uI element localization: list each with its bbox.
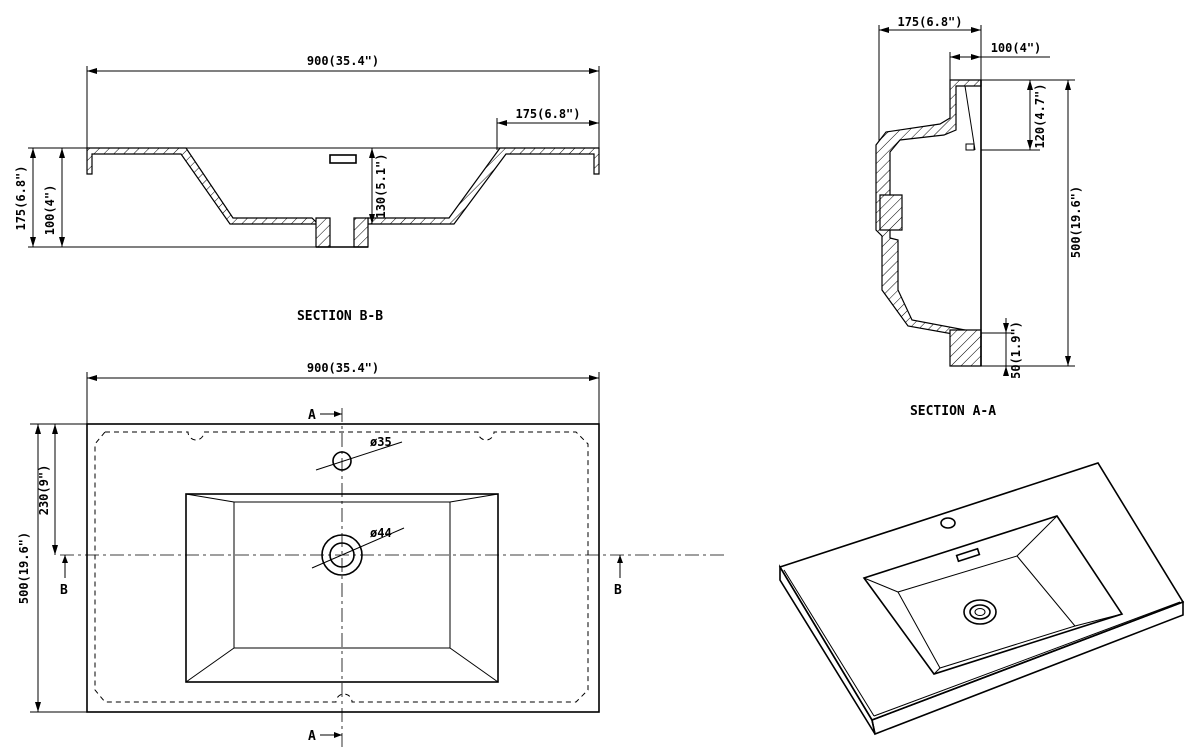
- plan-width-dimension: 900(35.4"): [86, 361, 600, 424]
- section-bb-width-dimension: 900(35.4"): [86, 54, 600, 150]
- drain-hole: ø44: [311, 526, 405, 576]
- plan-depth-dimension: 500(19.6"): [17, 423, 87, 713]
- plan-rim-dashed: [94, 431, 589, 703]
- section-aa-total-dimension: 500(19.6"): [981, 79, 1083, 367]
- section-bb-height-dimensions: 175(6.8") 100(4"): [14, 147, 316, 248]
- svg-text:A: A: [308, 408, 316, 423]
- tap-hole: ø35: [315, 435, 403, 471]
- section-bb-title: SECTION B-B: [297, 309, 383, 324]
- section-mark-b-left: B: [60, 555, 68, 598]
- section-aa-back-label: 120(4.7"): [1033, 83, 1047, 148]
- perspective-view: [778, 462, 1185, 736]
- section-aa-view: 175(6.8") 100(4") 120(4.7"): [875, 15, 1083, 419]
- section-mark-a-bottom: A: [308, 729, 342, 744]
- svg-text:A: A: [308, 729, 316, 744]
- section-aa-front-label: 50(1.9"): [1009, 321, 1023, 379]
- drain-hole-label: ø44: [370, 526, 392, 540]
- section-bb-depth-dimension: 130(5.1"): [369, 148, 388, 224]
- section-bb-view: 900(35.4") 175(6.8") 130(5.1"): [14, 54, 600, 324]
- section-bb-depth-label: 130(5.1"): [374, 153, 388, 218]
- section-aa-offset-label: 100(4"): [991, 41, 1042, 55]
- section-bb-profile: [86, 147, 600, 248]
- section-mark-a-top: A: [308, 408, 342, 423]
- section-aa-rim-label: 175(6.8"): [897, 15, 962, 29]
- plan-outline: [86, 423, 600, 713]
- plan-center-label: 230(9"): [37, 465, 51, 516]
- section-aa-title: SECTION A-A: [910, 404, 996, 419]
- overflow-slot: [329, 154, 357, 164]
- section-aa-offset-dimension: 100(4"): [949, 41, 1050, 80]
- plan-depth-label: 500(19.6"): [17, 532, 31, 604]
- section-aa-back-dimension: 120(4.7"): [981, 79, 1047, 151]
- svg-text:B: B: [60, 583, 68, 598]
- svg-text:B: B: [614, 583, 622, 598]
- tap-hole-label: ø35: [370, 435, 392, 449]
- section-bb-rim-dimension: 175(6.8"): [496, 107, 599, 150]
- plan-center-dimension: 230(9"): [37, 424, 58, 555]
- plan-view: 900(35.4") ø35 ø44: [17, 361, 725, 748]
- section-mark-b-right: B: [614, 555, 623, 598]
- section-aa-total-label: 500(19.6"): [1069, 186, 1083, 258]
- section-bb-inner-height-label: 100(4"): [43, 185, 57, 236]
- section-bb-total-height-label: 175(6.8"): [14, 165, 28, 230]
- section-aa-rim-dimension: 175(6.8"): [878, 15, 982, 180]
- section-bb-width-label: 900(35.4"): [307, 54, 379, 68]
- section-aa-profile: [875, 79, 982, 367]
- plan-width-label: 900(35.4"): [307, 361, 379, 375]
- section-aa-front-dimension: 50(1.9"): [981, 318, 1023, 379]
- section-bb-rim-label: 175(6.8"): [515, 107, 580, 121]
